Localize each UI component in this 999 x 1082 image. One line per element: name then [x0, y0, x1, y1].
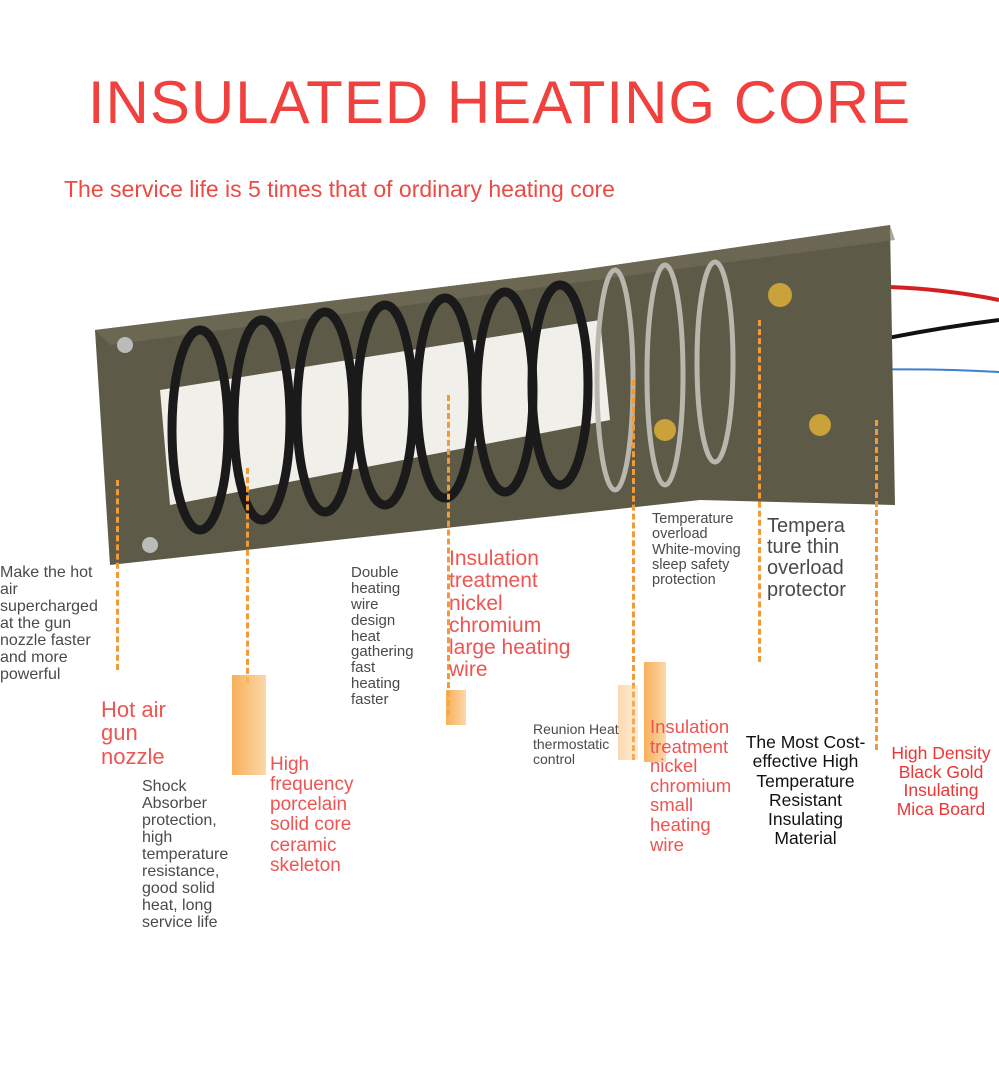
guide-line: [447, 395, 450, 715]
terminal: [768, 283, 792, 307]
page-title: INSULATED HEATING CORE: [87, 69, 912, 136]
guide-glow: [618, 685, 638, 760]
guide-line: [875, 420, 878, 750]
rivet: [654, 419, 676, 441]
reunion-description: Reunion Heat thermostatic control: [533, 721, 619, 767]
porcelain-title: High frequency porcelain solid core cera…: [270, 754, 354, 876]
small-heating-wire: [594, 259, 736, 493]
guide-glow: [644, 662, 666, 762]
guide-glow: [232, 675, 266, 775]
mica-title: High Density Black Gold Insulating Mica …: [891, 743, 991, 819]
shock-description: Shock Absorber protection, high temperat…: [142, 778, 229, 931]
nozzle-clip: [117, 337, 133, 353]
guide-line: [758, 320, 761, 662]
nozzle-clip: [142, 537, 158, 553]
ceramic-skeleton: [160, 320, 610, 505]
nozzle-title: Hot air gun nozzle: [101, 697, 166, 769]
subtitle: The service life is 5 times that of ordi…: [64, 176, 615, 202]
rivet: [809, 414, 831, 436]
material-title: The Most Cost-effective High Temperature…: [745, 732, 866, 849]
overload-description: Temperature overload White-moving sleep …: [652, 511, 741, 589]
nozzle-description: Make the hot air supercharged at the gun…: [0, 564, 98, 683]
protector-title: Tempera ture thin overload protector: [767, 515, 846, 601]
guide-glow: [446, 690, 466, 725]
double-wire-description: Double heating wire design heat gatherin…: [351, 564, 414, 709]
large-heating-wire: [167, 280, 593, 535]
guide-line: [116, 480, 119, 670]
guide-line: [246, 468, 249, 683]
large-wire-title: Insulation treatment nickel chromium lar…: [449, 547, 571, 682]
guide-line: [632, 380, 635, 760]
small-wire-title: Insulation treatment nickel chromium sma…: [650, 716, 732, 855]
